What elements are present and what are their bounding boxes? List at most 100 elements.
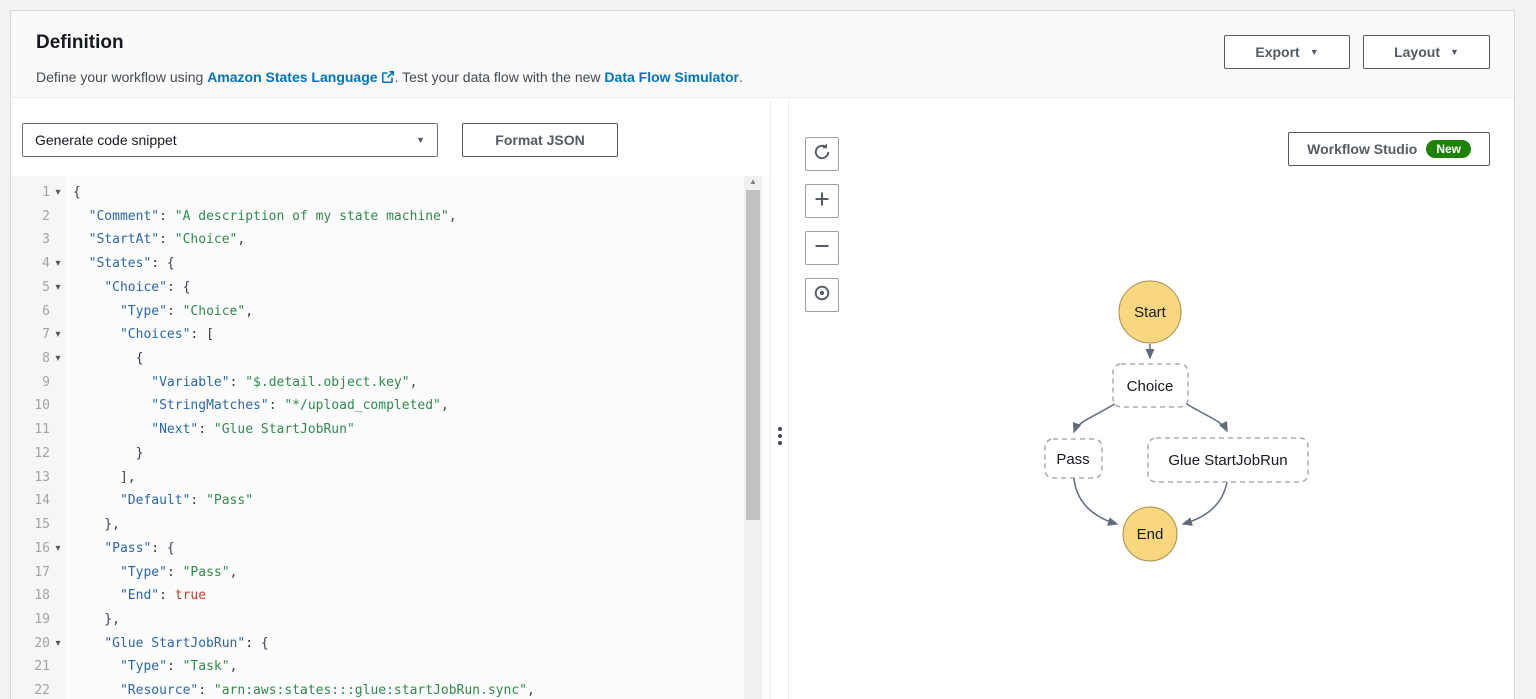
amazon-states-language-link[interactable]: Amazon States Language — [207, 69, 378, 85]
chevron-down-icon: ▼ — [416, 135, 425, 145]
line-number[interactable]: 5▾ — [42, 279, 61, 295]
line-number[interactable]: 9 — [42, 374, 50, 390]
line-number[interactable]: 20▾ — [34, 635, 61, 651]
card-header: Definition Define your workflow using Am… — [11, 11, 1514, 98]
line-number[interactable]: 3 — [42, 232, 50, 248]
editor-gutter: 1▾ 2 3 4▾ 5▾ 6 7▾ 8▾ 9 10 11 12 13 14 15 16▾ 17 18 19 20▾ 21… — [11, 176, 66, 699]
line-number[interactable]: 7▾ — [42, 327, 61, 343]
workflow-studio-label: Workflow Studio — [1307, 141, 1418, 157]
code-line[interactable]: "Type": "Pass", — [119, 564, 238, 580]
scroll-up-icon[interactable]: ▲ — [749, 177, 757, 186]
line-number[interactable]: 21 — [34, 659, 50, 675]
code-line[interactable]: "StringMatches": "*/upload_completed", — [151, 398, 449, 414]
subtitle-text: . Test your data flow with the new — [394, 69, 605, 85]
svg-text:Pass: Pass — [1056, 451, 1089, 468]
code-line[interactable]: { — [73, 351, 144, 367]
code-line[interactable]: "Type": "Choice", — [119, 303, 254, 319]
code-line[interactable]: "Comment": "A description of my state ma… — [88, 208, 457, 224]
drag-dots-icon — [771, 424, 788, 448]
line-number[interactable]: 1▾ — [42, 185, 61, 200]
line-number[interactable]: 12 — [34, 445, 50, 461]
external-link-icon[interactable] — [381, 70, 395, 87]
minus-icon — [812, 236, 832, 261]
edge-glue-end — [1181, 481, 1228, 526]
code-line[interactable]: "StartAt": "Choice", — [88, 232, 246, 248]
format-json-button[interactable]: Format JSON — [462, 123, 618, 157]
zoom-in-button[interactable] — [805, 184, 839, 218]
line-number[interactable]: 17 — [34, 564, 50, 580]
code-panel: Generate code snippet ▼ Format JSON 1▾ 2 3… — [11, 99, 770, 699]
data-flow-simulator-link[interactable]: Data Flow Simulator — [604, 69, 739, 85]
subtitle-text: Define your workflow using — [36, 69, 208, 85]
line-number[interactable]: 22 — [34, 683, 50, 699]
code-line[interactable]: "Choice": { — [104, 279, 191, 295]
svg-text:Glue StartJobRun: Glue StartJobRun — [1168, 452, 1287, 469]
zoom-out-button[interactable] — [805, 231, 839, 265]
line-number[interactable]: 13 — [34, 469, 50, 485]
code-line[interactable]: }, — [73, 611, 120, 627]
code-line[interactable]: "Variable": "$.detail.object.key", — [151, 374, 418, 390]
edge-choice-pass — [1072, 402, 1117, 434]
code-line[interactable]: "States": { — [88, 256, 175, 272]
chevron-down-icon: ▼ — [1449, 47, 1459, 57]
workflow-studio-button[interactable]: Workflow Studio New — [1288, 132, 1490, 166]
code-line[interactable]: ], — [73, 469, 136, 485]
center-graph-button[interactable] — [805, 278, 839, 312]
code-line[interactable]: "Resource": "arn:aws:states:::glue:start… — [119, 683, 535, 699]
code-editor[interactable]: 1▾ 2 3 4▾ 5▾ 6 7▾ 8▾ 9 10 11 12 13 14 15 16▾ 17 18 19 20▾ 21… — [11, 176, 770, 699]
node-choice[interactable]: Choice — [1112, 363, 1189, 408]
export-button[interactable]: Export ▼ — [1224, 35, 1350, 69]
subtitle: Define your workflow using Amazon States… — [36, 69, 743, 87]
subtitle-text: . — [739, 69, 743, 85]
node-glue-startjobrun[interactable]: Glue StartJobRun — [1147, 437, 1309, 483]
line-number[interactable]: 14 — [34, 493, 50, 509]
line-number[interactable]: 11 — [34, 422, 50, 438]
code-line[interactable]: "Type": "Task", — [119, 659, 238, 675]
export-button-label: Export — [1255, 44, 1300, 60]
line-number[interactable]: 6 — [42, 303, 50, 319]
refresh-icon — [812, 142, 832, 167]
line-number[interactable]: 18 — [34, 588, 50, 604]
panel-resize-handle[interactable] — [770, 99, 789, 699]
code-line[interactable]: } — [73, 445, 144, 461]
new-badge: New — [1426, 140, 1471, 158]
svg-text:End: End — [1137, 526, 1164, 543]
refresh-graph-button[interactable] — [805, 137, 839, 171]
line-number[interactable]: 8▾ — [42, 351, 61, 367]
chevron-down-icon: ▼ — [1309, 47, 1319, 57]
node-pass[interactable]: Pass — [1044, 438, 1103, 479]
layout-button[interactable]: Layout ▼ — [1363, 35, 1490, 69]
generate-snippet-value: Generate code snippet — [35, 132, 177, 148]
line-number[interactable]: 16▾ — [34, 540, 61, 556]
editor-scrollbar-thumb[interactable] — [746, 190, 760, 520]
node-end[interactable]: End — [1122, 506, 1178, 562]
generate-snippet-select[interactable]: Generate code snippet ▼ — [22, 123, 438, 157]
code-line[interactable]: "Choices": [ — [119, 327, 214, 343]
line-number[interactable]: 15 — [34, 517, 50, 533]
code-line[interactable]: { — [73, 185, 81, 200]
edge-choice-glue — [1184, 402, 1228, 433]
plus-icon — [812, 189, 832, 214]
code-line[interactable]: "Next": "Glue StartJobRun" — [151, 422, 355, 438]
layout-button-label: Layout — [1394, 44, 1440, 60]
edge-pass-end — [1073, 477, 1119, 526]
workflow-diagram[interactable]: Start Choice Pass Glue StartJobRun — [1020, 271, 1340, 591]
code-line[interactable]: "End": true — [119, 588, 207, 604]
editor-scrollbar[interactable]: ▲ — [744, 176, 762, 699]
line-number[interactable]: 2 — [42, 208, 50, 224]
line-number[interactable]: 10 — [34, 398, 50, 414]
code-line[interactable]: "Pass": { — [104, 540, 175, 556]
definition-card: Definition Define your workflow using Am… — [10, 10, 1515, 699]
line-number[interactable]: 4▾ — [42, 256, 61, 272]
page-title: Definition — [36, 32, 124, 53]
node-start[interactable]: Start — [1118, 280, 1182, 344]
line-number[interactable]: 19 — [34, 611, 50, 627]
svg-text:Start: Start — [1134, 304, 1167, 321]
card-body: Generate code snippet ▼ Format JSON 1▾ 2 3… — [11, 99, 1514, 699]
center-target-icon — [812, 283, 832, 308]
code-line[interactable]: "Default": "Pass" — [119, 493, 254, 509]
code-line[interactable]: "Glue StartJobRun": { — [104, 635, 269, 651]
graph-panel: Workflow Studio New — [789, 99, 1514, 699]
code-line[interactable]: }, — [73, 517, 120, 533]
